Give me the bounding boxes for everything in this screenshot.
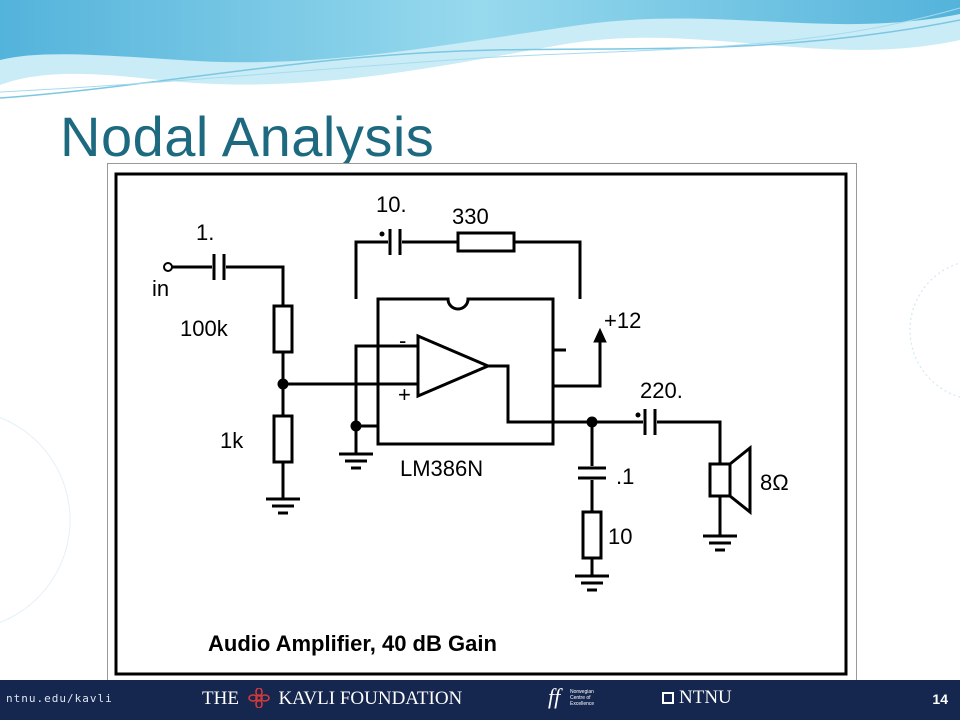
speaker-cone-icon (728, 444, 752, 516)
label-plus-input: + (398, 382, 411, 407)
speaker-icon (708, 462, 732, 498)
supply-wire (553, 339, 602, 388)
label-minus-input: - (399, 328, 406, 353)
label-input-cap: 1. (196, 220, 214, 245)
label-output-cap: 220. (640, 378, 683, 403)
flower-logo-icon (247, 688, 270, 708)
footer-bar: ntnu.edu/kavli THE KAVLI FOUNDATION ff N… (0, 680, 960, 720)
ntnu-logo: NTNU (662, 687, 732, 709)
coe-logo: ff Norwegian Centre of Excellence (548, 684, 594, 710)
ground-symbol-chip (339, 452, 373, 470)
label-input: in (152, 276, 169, 301)
resistor-1k (272, 414, 294, 464)
op-amp-triangle (416, 333, 492, 399)
header-wave-mid (0, 0, 960, 63)
lm386-chip (376, 297, 555, 446)
decorative-circle-right (909, 262, 960, 398)
op-amp-output-wire (488, 364, 643, 424)
feedback-cap-polarity-dot (379, 231, 385, 237)
footer-url: ntnu.edu/kavli (6, 692, 113, 705)
diagram-frame (114, 172, 848, 676)
output-cap-polarity-dot (635, 412, 641, 418)
ground-symbol-speaker (703, 534, 737, 552)
ground-symbol-divider (266, 497, 300, 515)
decorative-circle-left (0, 417, 71, 623)
coe-text: Norwegian Centre of Excellence (570, 689, 595, 707)
bypass-resistor-10 (581, 510, 603, 560)
ntnu-text: NTNU (679, 687, 732, 708)
page-number: 14 (932, 691, 948, 707)
label-supply: +12 (604, 308, 641, 333)
label-chip: LM386N (400, 456, 483, 481)
diagram-caption: Audio Amplifier, 40 dB Gain (208, 631, 497, 656)
label-feedback-cap: 10. (376, 192, 407, 217)
label-bypass-res: 10 (608, 524, 632, 549)
label-bypass-cap: .1 (616, 464, 634, 489)
slide-title: Nodal Analysis (60, 105, 435, 168)
square-logo-icon (662, 692, 674, 704)
input-terminal (163, 262, 173, 272)
header-wave-line-2 (0, 7, 960, 93)
label-speaker: 8Ω (760, 470, 789, 495)
kavli-logo: THE KAVLI FOUNDATION (202, 688, 462, 710)
resistor-100k (272, 304, 294, 354)
kavli-the: THE (202, 688, 239, 709)
input-cap-to-r100k-wire (226, 265, 285, 306)
label-r100k: 100k (180, 316, 229, 341)
kavli-name: KAVLI FOUNDATION (278, 688, 463, 709)
ground-symbol-bypass (575, 574, 609, 592)
feedback-right-wire (514, 240, 582, 299)
label-feedback-res: 330 (452, 204, 489, 229)
circuit-figure: 1. in 100k 1k 10. 330 +12 220. 8Ω .1 10 … (107, 163, 857, 695)
feedback-left-wire (354, 240, 388, 299)
supply-arrow-icon (593, 327, 607, 343)
feedback-resistor-330 (456, 231, 516, 253)
minus-input-wire (354, 344, 418, 426)
circuit-diagram: 1. in 100k 1k 10. 330 +12 220. 8Ω .1 10 … (114, 172, 848, 676)
coe-mark: ff (548, 684, 561, 709)
label-r1k: 1k (220, 428, 244, 453)
output-cap-to-speaker-wire (657, 420, 722, 464)
